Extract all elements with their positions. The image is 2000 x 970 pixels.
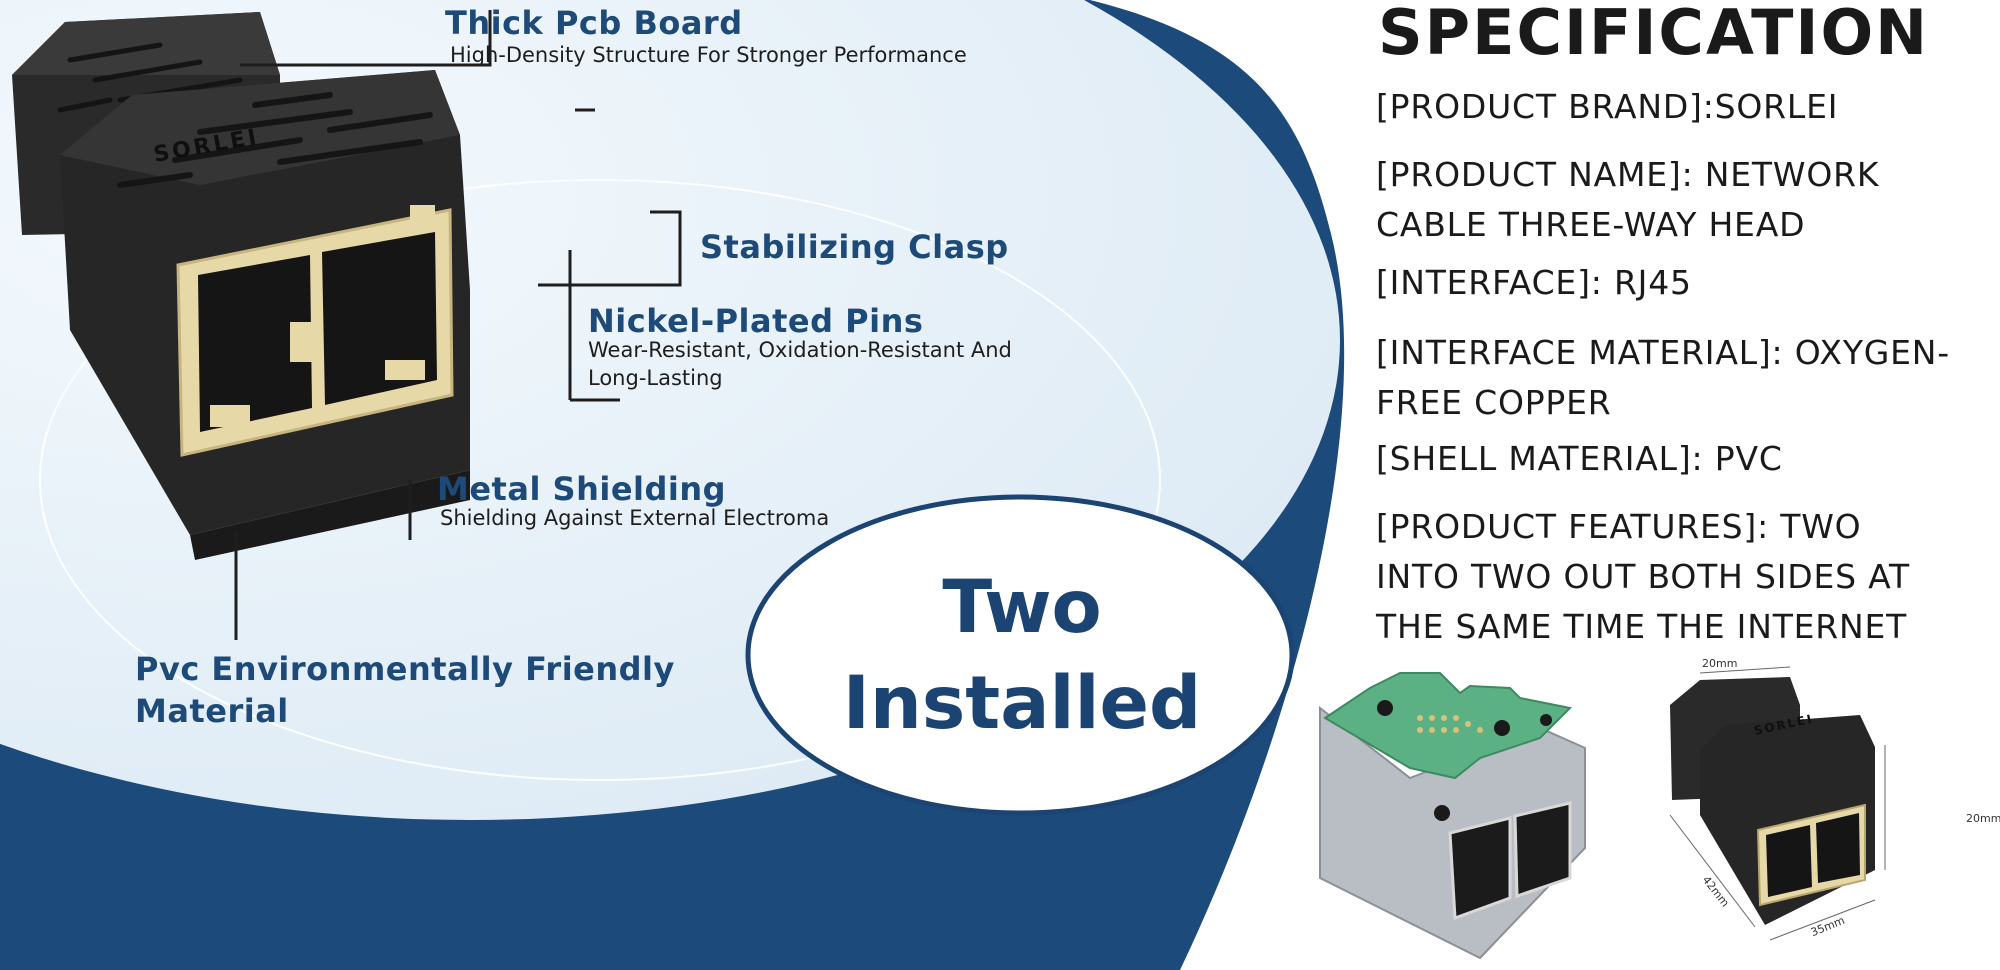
two-installed-badge	[745, 494, 1295, 816]
feature-pcb-title: Thick Pcb Board	[445, 4, 743, 42]
feature-pins-subtitle-2: Long-Lasting	[588, 366, 723, 390]
feature-pcb-subtitle: High-Density Structure For Stronger Perf…	[450, 43, 967, 67]
badge-line-2: Installed	[842, 661, 1202, 746]
spec-line: [PRODUCT FEATURES]: TWO	[1376, 507, 1862, 546]
spec-line: THE SAME TIME THE INTERNET	[1376, 607, 1908, 646]
feature-shield-subtitle: Shielding Against External Electroma	[440, 506, 830, 530]
spec-item-shell-material: [SHELL MATERIAL]: PVC	[1376, 434, 1996, 484]
spec-heading: SPECIFICATION	[1378, 0, 1930, 69]
spec-item-features: [PRODUCT FEATURES]: TWO INTO TWO OUT BOT…	[1376, 502, 1996, 652]
callout-lines	[234, 10, 682, 640]
spec-line: INTO TWO OUT BOTH SIDES AT	[1376, 557, 1910, 596]
feature-pvc-title-1: Pvc Environmentally Friendly	[135, 650, 675, 688]
spec-line: [INTERFACE]: RJ45	[1376, 263, 1692, 302]
spec-line: [PRODUCT NAME]: NETWORK	[1376, 155, 1880, 194]
dimension-photo: SORLEI	[1669, 666, 1886, 941]
spec-line: [INTERFACE MATERIAL]: OXYGEN-	[1376, 333, 1950, 372]
dimension-top: 20mm	[1702, 657, 1738, 670]
spec-item-brand: [PRODUCT BRAND]:SORLEI	[1376, 82, 1996, 132]
badge-text: Two Installed	[742, 560, 1302, 752]
spec-line: CABLE THREE-WAY HEAD	[1376, 205, 1806, 244]
spec-line: [SHELL MATERIAL]: PVC	[1376, 439, 1783, 478]
spec-item-interface: [INTERFACE]: RJ45	[1376, 258, 1996, 308]
feature-pins-subtitle-1: Wear-Resistant, Oxidation-Resistant And	[588, 338, 1012, 362]
spec-line: FREE COPPER	[1376, 383, 1612, 422]
spec-line: [PRODUCT BRAND]:SORLEI	[1376, 87, 1839, 126]
feature-pins-title: Nickel-Plated Pins	[588, 302, 924, 340]
feature-shield-title: Metal Shielding	[437, 470, 727, 508]
connector-illustration: SORLEI	[12, 12, 470, 560]
spec-item-name: [PRODUCT NAME]: NETWORK CABLE THREE-WAY …	[1376, 150, 1996, 250]
dimension-right: 20mm	[1966, 812, 2000, 825]
feature-pvc-title-2: Material	[135, 692, 289, 730]
badge-line-1: Two	[942, 565, 1102, 650]
feature-clasp-title: Stabilizing Clasp	[700, 228, 1009, 266]
pcb-internal-photo	[1319, 672, 1586, 960]
spec-item-interface-material: [INTERFACE MATERIAL]: OXYGEN- FREE COPPE…	[1376, 328, 1996, 428]
